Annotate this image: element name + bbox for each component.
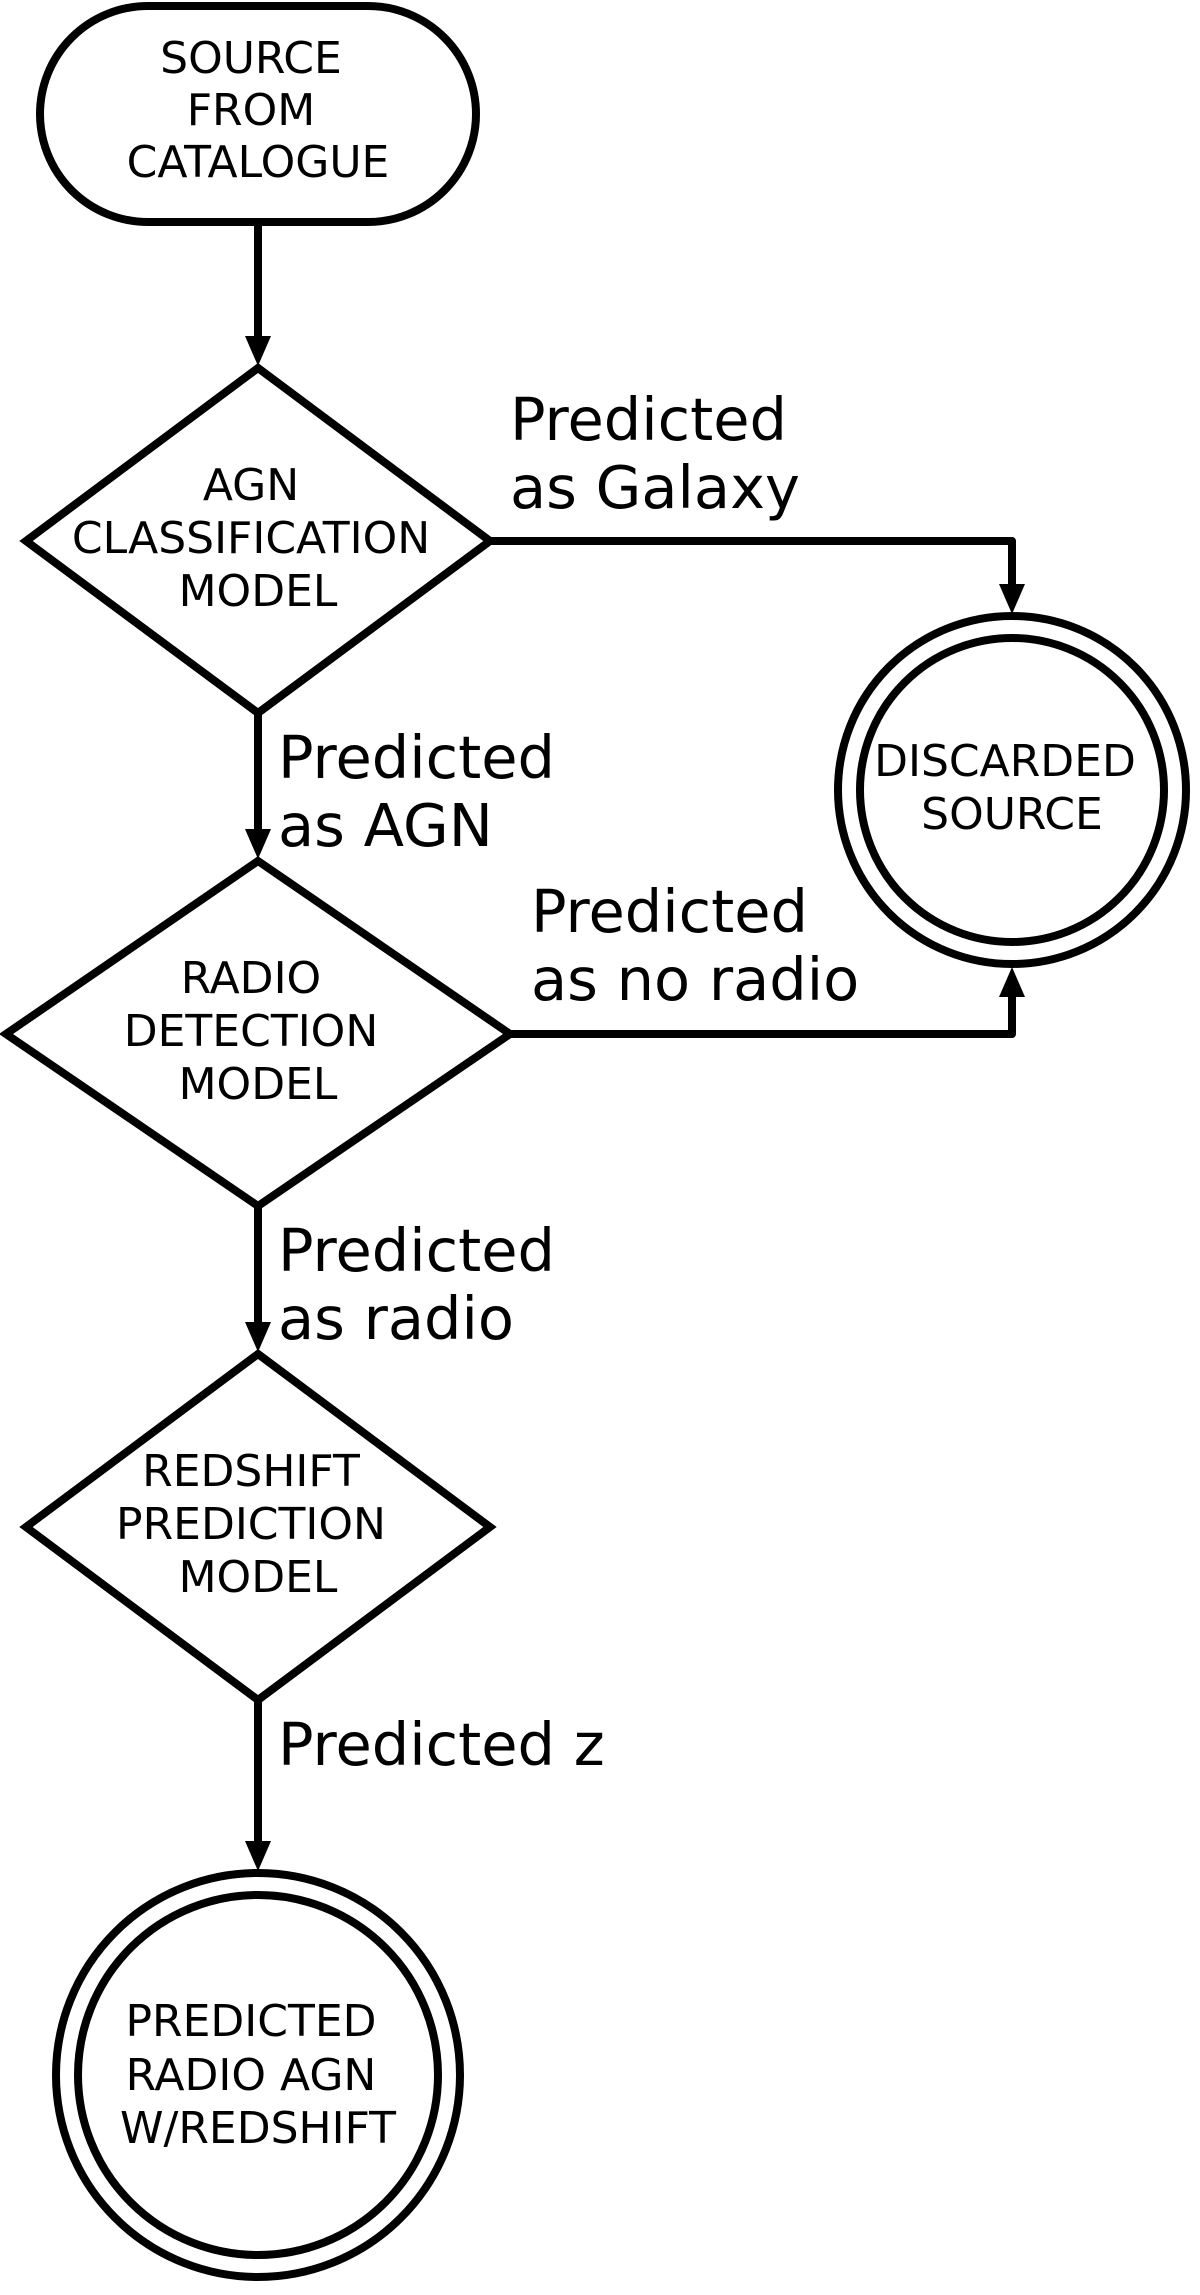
edge-label-agn: Predicted as AGN [278,723,574,860]
arrowhead-source-to-agn [245,336,271,366]
arrowhead-radio-to-discarded [999,967,1025,997]
edge-label-radio: Predicted as radio [278,1216,574,1353]
arrowhead-agn-to-discarded [999,584,1025,614]
start-terminal-label: SOURCE FROM CATALOGUE [127,33,390,188]
radio-detection-diamond [0,856,518,1211]
redshift-prediction-label: REDSHIFT PREDICTION MODEL [116,1446,400,1603]
edge-label-galaxy: Predicted as Galaxy [510,385,806,522]
agn-classification-diamond [19,363,497,718]
discarded-label: DISCARDED SOURCE [874,736,1150,840]
redshift-prediction-diamond [19,1349,497,1705]
final-inner-circle [74,1891,442,2259]
agn-classification-label: AGN CLASSIFICATION MODEL [72,460,444,617]
edge-label-no-radio: Predicted as no radio [531,877,859,1014]
discarded-inner-circle [856,634,1168,946]
edge-label-z: Predicted z [278,1710,605,1779]
arrow-radio-to-discarded [510,993,1016,1038]
arrowhead-redshift-to-final [245,1841,271,1871]
arrowhead-radio-to-redshift [245,1322,271,1352]
final-label: PREDICTED RADIO AGN W/REDSHIFT [120,1996,396,2154]
arrow-agn-to-discarded [490,537,1016,588]
radio-detection-label: RADIO DETECTION MODEL [124,953,392,1110]
arrowhead-agn-to-radio [245,829,271,859]
start-terminal [36,2,480,226]
